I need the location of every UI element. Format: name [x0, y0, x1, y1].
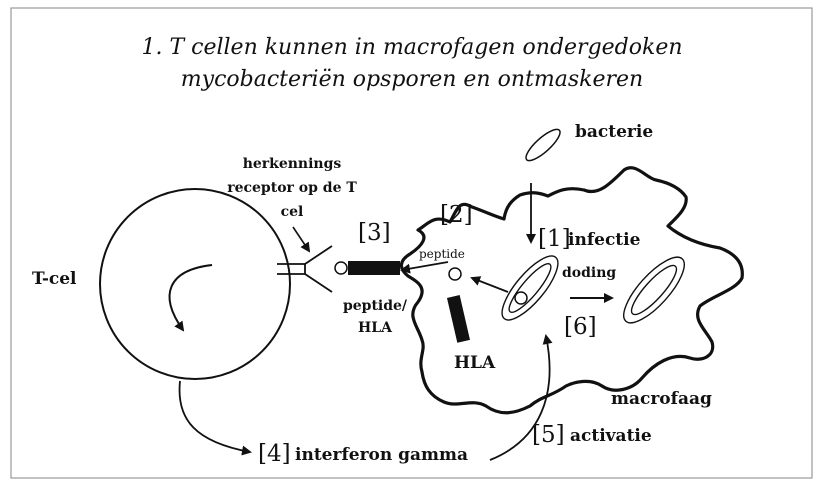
infection-label: infectie [568, 230, 641, 250]
step-5: [5] [532, 422, 565, 448]
title-line-1: 1. T cellen kunnen in macrofagen onderge… [141, 35, 682, 60]
hla-label: HLA [454, 353, 496, 373]
internal-bacterium [515, 292, 527, 304]
phagosome-outer [494, 248, 567, 327]
t-cell-label: T-cel [32, 269, 77, 289]
receptor-label-1: herkennings [243, 156, 342, 172]
presented-peptide [335, 262, 347, 274]
step-3: [3] [358, 220, 391, 246]
t-cell-circle [100, 189, 290, 379]
peptide-label: peptide [419, 247, 465, 261]
peptide-fragment [449, 268, 461, 280]
receptor-label-2: receptor op de T [227, 180, 357, 196]
interferon-arrow [180, 381, 250, 452]
interferon-label: interferon gamma [295, 445, 468, 465]
step-2: [2] [440, 202, 473, 228]
peptide-hla-label-2: HLA [358, 320, 393, 336]
killed-phagosome-outer [615, 249, 694, 331]
hla-bar-presented [348, 261, 400, 275]
step-6: [6] [564, 314, 597, 340]
hla-bar-internal [447, 295, 470, 343]
step-4: [4] [258, 441, 291, 467]
peptide-hla-label-1: peptide/ [343, 298, 408, 314]
activation-label: activatie [570, 426, 652, 446]
receptor-pointer-arrow [293, 227, 309, 251]
receptor-y-shape [305, 246, 332, 292]
arrow-to-hla-complex [402, 262, 448, 270]
macrophage-label: macrofaag [611, 389, 712, 409]
bacterium-label: bacterie [575, 122, 653, 142]
t-cell-internal-arrow [170, 265, 212, 330]
title-line-2: mycobacteriën opsporen en ontmaskeren [181, 67, 643, 92]
bacterium [522, 125, 564, 165]
arrow-processing [472, 278, 508, 292]
doding-label: doding [562, 265, 616, 281]
receptor-label-3: cel [281, 204, 304, 220]
step-1: [1] [538, 226, 571, 252]
